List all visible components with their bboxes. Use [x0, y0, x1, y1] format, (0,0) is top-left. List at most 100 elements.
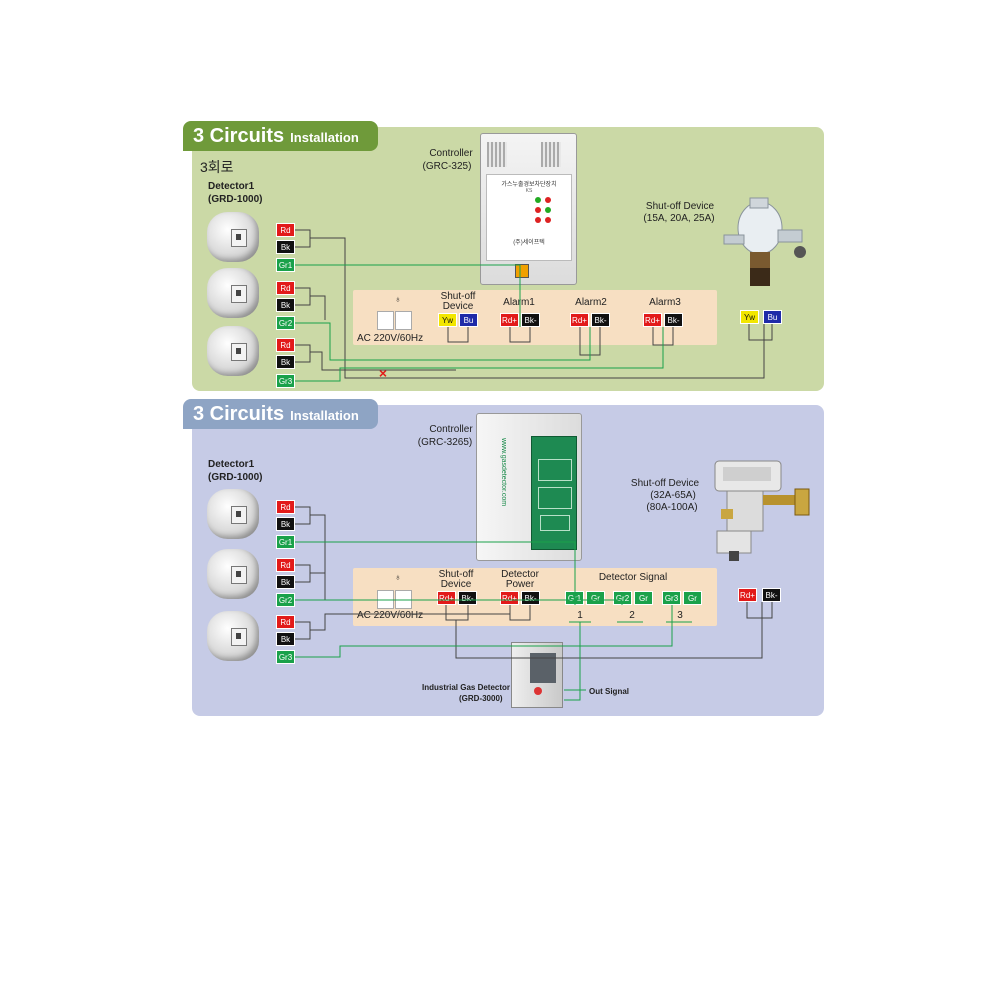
x-mark-icon: × — [378, 365, 388, 381]
gas-detector-3 — [207, 611, 259, 661]
green-led-icon — [535, 197, 541, 203]
display-window — [540, 515, 570, 531]
panel1-title-tab: 3 Circuits Installation — [183, 121, 378, 151]
p2-signal-gr-terminal: Gr — [683, 591, 702, 605]
wire — [509, 327, 531, 343]
plug-icon: ♁ — [394, 294, 402, 304]
red-led-icon — [534, 687, 542, 695]
p1-det2-gr-terminal: Gr2 — [276, 316, 295, 330]
green-led-icon — [545, 207, 551, 213]
p1-shutoff-model: (15A, 20A, 25A) — [643, 213, 715, 224]
p1-controller-device: 가스누출경보차단장치 KS (주)세이프텍 — [480, 133, 577, 285]
signal-wire — [564, 622, 586, 701]
p2-det3-gr-terminal: Gr3 — [276, 650, 295, 664]
p2-det3-bk-terminal: Bk — [276, 632, 295, 646]
display-window — [538, 487, 572, 509]
p2-shutoff-model-2: (80A-100A) — [646, 502, 698, 513]
p2-signal-number-3: 3 — [677, 610, 683, 621]
controller-face-sub: KS — [525, 188, 533, 194]
p2-strip-power-rd-terminal: Rd+ — [500, 591, 519, 605]
p2-shutoff-dev-label-1: Shut-off — [438, 569, 474, 580]
p1-strip-yw-terminal: Yw — [438, 313, 457, 327]
vent-grille — [487, 142, 507, 167]
controller-face-title: 가스누출경보차단장치 — [501, 182, 557, 188]
plug-icon: ♁ — [394, 572, 402, 582]
p1-controller-model: (GRC-325) — [422, 161, 472, 172]
wire — [295, 287, 326, 320]
p1-controller-label: Controller — [429, 148, 473, 159]
panel1-subtitle-kr: 3회로 — [200, 159, 234, 175]
p2-det3-rd-terminal: Rd — [276, 615, 295, 629]
p1-strip-bu-terminal: Bu — [459, 313, 478, 327]
p1-alarm2-rd-terminal: Rd+ — [570, 313, 589, 327]
panel1-title-sub: Installation — [290, 130, 359, 145]
p2-det-power-label-1: Detector — [501, 569, 539, 580]
p1-det1-gr-terminal: Gr1 — [276, 258, 295, 272]
p1-valve-bu-terminal: Bu — [763, 310, 782, 324]
p2-valve-bk-terminal: Bk- — [762, 588, 781, 602]
industrial-detector-model: (GRD-3000) — [459, 694, 503, 703]
wire — [509, 605, 531, 621]
industrial-detector-label: Industrial Gas Detector — [422, 683, 511, 692]
wire — [445, 605, 469, 621]
p2-signal-gr-terminal: Gr — [586, 591, 605, 605]
p1-det3-rd-terminal: Rd — [276, 338, 295, 352]
p2-controller-model: (GRC-3265) — [417, 437, 473, 448]
panel2-title: 3 Circuits — [193, 403, 285, 425]
gas-detector-1 — [207, 212, 259, 262]
p2-det1-bk-terminal: Bk — [276, 517, 295, 531]
signal-wire — [295, 327, 664, 382]
panel2-detector-model: (GRD-1000) — [208, 472, 263, 483]
vent-grille — [541, 142, 561, 167]
p2-signal-gr-terminal: Gr — [634, 591, 653, 605]
p2-det-signal-label: Detector Signal — [598, 572, 668, 583]
shutoff-actuator-icon — [714, 460, 810, 561]
p2-signal-number-1: 1 — [577, 610, 583, 621]
panel2-detector-label: Detector1 — [208, 459, 255, 470]
p2-shutoff-model-1: (32A-65A) — [650, 490, 696, 501]
p1-shutoff-dev-label-1: Shut-off — [440, 291, 476, 302]
p2-valve-rd-terminal: Rd+ — [738, 588, 757, 602]
p1-valve-yw-terminal: Yw — [740, 310, 759, 324]
out-signal-label: Out Signal — [589, 687, 629, 696]
wire — [746, 602, 773, 619]
red-led-icon — [545, 197, 551, 203]
signal-wire — [295, 541, 576, 605]
panel2-title-tab: 3 Circuits Installation — [183, 399, 378, 429]
red-led-icon — [535, 217, 541, 223]
controller-front-panel — [531, 436, 577, 550]
p1-alarm3-bk-terminal: Bk- — [664, 313, 683, 327]
p2-ac-label: AC 220V/60Hz — [357, 610, 424, 621]
p1-alarm3-label: Alarm3 — [649, 297, 681, 308]
p1-alarm2-bk-terminal: Bk- — [591, 313, 610, 327]
p1-det1-rd-terminal: Rd — [276, 223, 295, 237]
p1-alarm2-label: Alarm2 — [575, 297, 607, 308]
wire — [295, 344, 456, 371]
p1-alarm1-rd-terminal: Rd+ — [500, 313, 519, 327]
p2-strip-shutoff-rd-terminal: Rd+ — [437, 591, 456, 605]
panel1-title: 3 Circuits — [193, 125, 285, 147]
wire — [447, 327, 469, 343]
p2-signal-number-2: 2 — [629, 610, 635, 621]
p2-det2-rd-terminal: Rd — [276, 558, 295, 572]
p1-det3-bk-terminal: Bk — [276, 355, 295, 369]
gas-detector-1 — [207, 489, 259, 539]
p1-alarm1-bk-terminal: Bk- — [521, 313, 540, 327]
p1-det2-bk-terminal: Bk — [276, 298, 295, 312]
signal-wire — [295, 264, 521, 327]
p2-det1-gr-terminal: Gr1 — [276, 535, 295, 549]
signal-wire — [295, 605, 673, 658]
p2-det1-rd-terminal: Rd — [276, 500, 295, 514]
p1-alarm3-rd-terminal: Rd+ — [643, 313, 662, 327]
wire — [455, 602, 763, 659]
p2-shutoff-dev-label-2: Device — [440, 579, 472, 590]
signal-wire — [295, 322, 591, 361]
wire — [295, 605, 511, 640]
red-led-icon — [535, 207, 541, 213]
controller-face: 가스누출경보차단장치 KS (주)세이프텍 — [486, 174, 572, 261]
gas-detector-3 — [207, 326, 259, 376]
p1-alarm1-label: Alarm1 — [503, 297, 535, 308]
p1-ac-socket-2 — [395, 311, 412, 330]
wire — [295, 229, 765, 379]
